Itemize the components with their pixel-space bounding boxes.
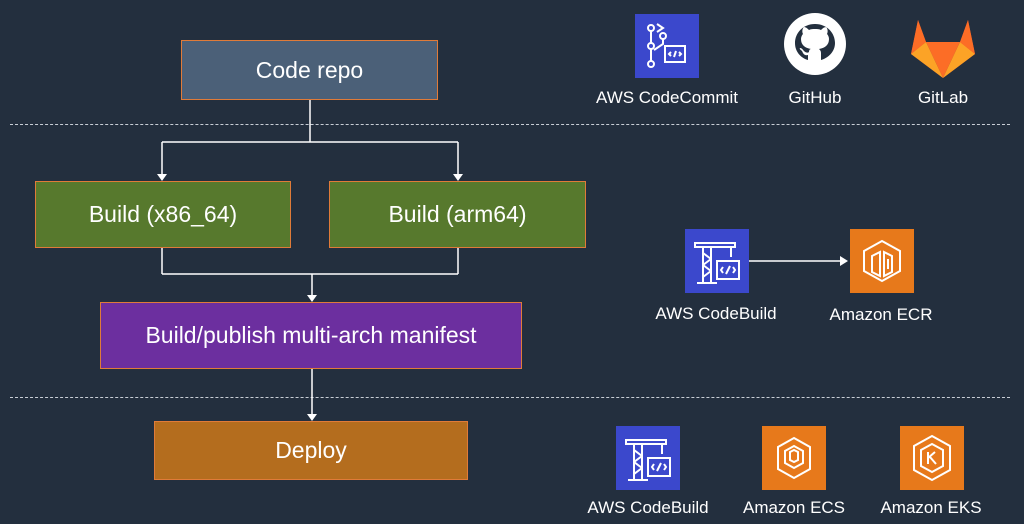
manifest-label: Build/publish multi-arch manifest bbox=[145, 322, 477, 348]
github-label: GitHub bbox=[788, 88, 842, 107]
ecs-icon bbox=[762, 426, 826, 490]
codecommit-label: AWS CodeCommit bbox=[595, 88, 739, 107]
ecr-label: Amazon ECR bbox=[829, 305, 933, 324]
build-x86-box: Build (x86_64) bbox=[35, 181, 291, 248]
code-repo-label: Code repo bbox=[255, 56, 364, 83]
deploy-box: Deploy bbox=[154, 421, 468, 480]
section-divider-bottom bbox=[10, 397, 1010, 398]
codebuild-icon bbox=[685, 229, 749, 293]
ecr-icon bbox=[850, 229, 914, 293]
build-arm-label: Build (arm64) bbox=[388, 201, 527, 227]
deploy-label: Deploy bbox=[275, 437, 347, 463]
deploy-codebuild-label: AWS CodeBuild bbox=[587, 498, 709, 517]
build-arm-box: Build (arm64) bbox=[329, 181, 586, 248]
manifest-box: Build/publish multi-arch manifest bbox=[100, 302, 522, 369]
codebuild-icon bbox=[616, 426, 680, 490]
eks-icon bbox=[900, 426, 964, 490]
build-x86-label: Build (x86_64) bbox=[88, 201, 238, 227]
codecommit-icon bbox=[635, 14, 699, 78]
gitlab-icon bbox=[911, 20, 975, 78]
section-divider-top bbox=[10, 124, 1010, 125]
codebuild-label: AWS CodeBuild bbox=[655, 304, 777, 323]
github-icon bbox=[784, 13, 846, 75]
gitlab-label: GitLab bbox=[917, 88, 969, 107]
code-repo-box: Code repo bbox=[181, 40, 438, 100]
eks-label: Amazon EKS bbox=[880, 498, 982, 517]
ecs-label: Amazon ECS bbox=[742, 498, 846, 517]
